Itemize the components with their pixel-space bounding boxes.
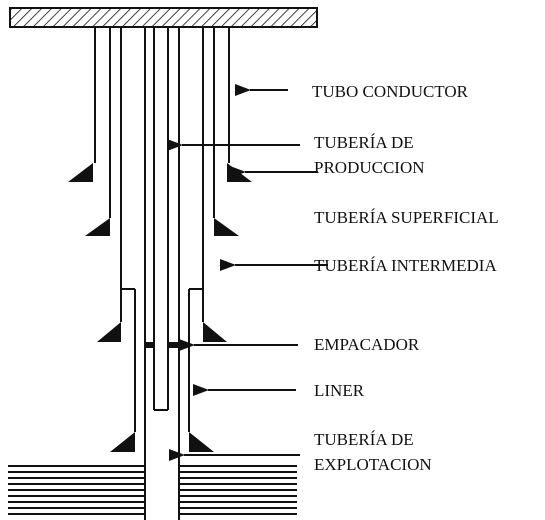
label-tubo-conductor: TUBO CONDUCTOR bbox=[312, 82, 469, 101]
label-tuberia-intermedia: TUBERÍA INTERMEDIA bbox=[314, 256, 497, 275]
liner-shoe bbox=[110, 432, 214, 452]
intermediate-casing-shoe bbox=[97, 322, 227, 342]
label-empacador: EMPACADOR bbox=[314, 335, 420, 354]
production-casing bbox=[144, 27, 180, 520]
label-tuberia-produccion-line2: PRODUCCION bbox=[314, 158, 425, 177]
surface-wellhead bbox=[9, 7, 318, 28]
label-tuberia-explotacion-line1: TUBERÍA DE bbox=[314, 430, 414, 449]
surface-casing bbox=[109, 27, 215, 218]
surface-casing-shoe bbox=[85, 218, 239, 236]
conductor-pipe bbox=[94, 27, 230, 163]
label-tuberia-superficial: TUBERÍA SUPERFICIAL bbox=[314, 208, 499, 227]
label-tuberia-explotacion-line2: EXPLOTACION bbox=[314, 455, 432, 474]
conductor-shoe bbox=[68, 163, 252, 182]
liner bbox=[121, 288, 203, 432]
intermediate-casing bbox=[120, 27, 204, 322]
producing-formation bbox=[8, 465, 297, 515]
packer bbox=[146, 342, 178, 348]
label-liner: LINER bbox=[314, 381, 365, 400]
label-tuberia-produccion-line1: TUBERÍA DE bbox=[314, 133, 414, 152]
production-tubing bbox=[153, 27, 169, 411]
